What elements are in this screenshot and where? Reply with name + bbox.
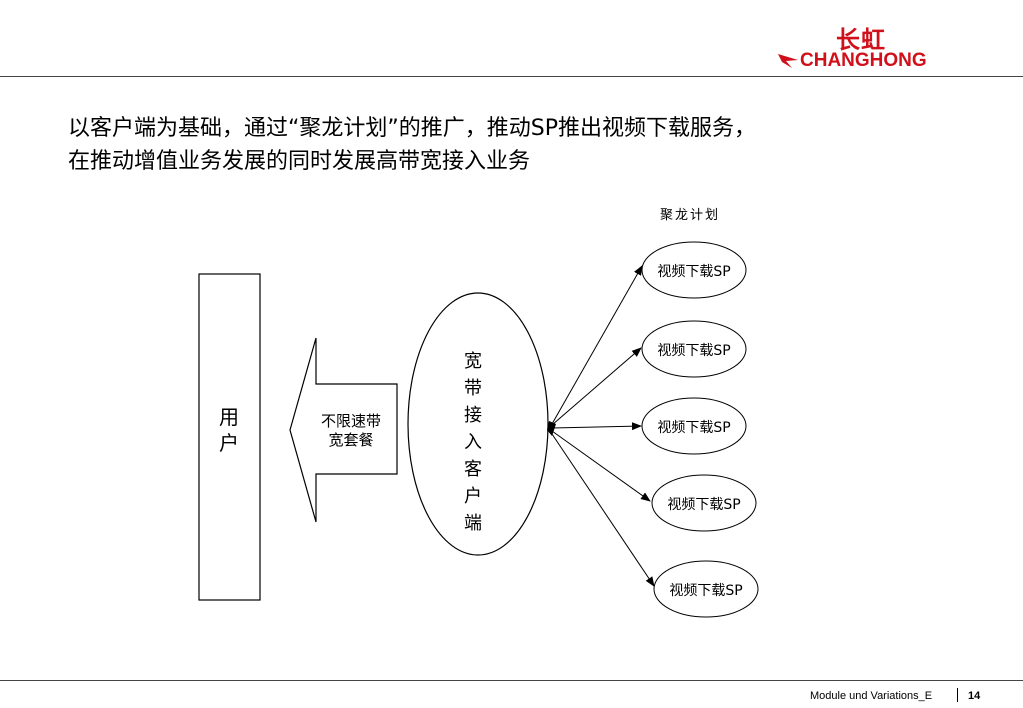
bird-logo-icon [778,54,798,68]
headline-line-1: 以客户端为基础，通过“聚龙计划”的推广，推动SP推出视频下载服务， [68,116,757,141]
headline: 以客户端为基础，通过“聚龙计划”的推广，推动SP推出视频下载服务， 在推动增值业… [68,112,988,178]
bandwidth-arrow [289,337,398,523]
connector-sp-4 [551,430,651,502]
connector-sp-3 [551,422,642,431]
client-ellipse-label: 宽带接入客户端 [464,351,482,534]
footer-divider [0,680,1023,681]
footer-module-text: Module und Variations_E [810,690,933,702]
sp-node-5 [653,560,759,618]
connector-sp-2 [551,347,642,426]
footer-separator [957,688,958,702]
plan-label: 聚龙计划 [660,208,721,223]
sp-node-label-1: 视频下载SP [657,264,731,280]
sp-node-label-5: 视频下载SP [669,583,743,599]
header-divider [0,76,1023,77]
page-number: 14 [968,690,981,702]
user-label: 用户 [219,405,239,455]
bandwidth-arrow-label: 不限速带宽套餐 [320,412,381,449]
hub-dot [547,421,556,436]
logo-chinese-text: 长虹 [836,26,886,54]
sp-node-2 [641,320,747,378]
user-box [198,273,261,601]
logo-english-text: CHANGHONG [800,50,927,71]
connector-sp-5 [551,433,655,587]
sp-node-1 [641,241,747,299]
sp-node-label-2: 视频下载SP [657,343,731,359]
sp-node-4 [651,474,757,532]
sp-node-3 [641,397,747,455]
sp-node-label-3: 视频下载SP [657,420,731,436]
changhong-logo: 长虹 CHANGHONG [778,20,958,76]
sp-node-label-4: 视频下载SP [667,497,741,513]
connector-sp-1 [551,265,643,425]
client-ellipse [407,292,549,556]
headline-line-2: 在推动增值业务发展的同时发展高带宽接入业务 [68,149,531,174]
